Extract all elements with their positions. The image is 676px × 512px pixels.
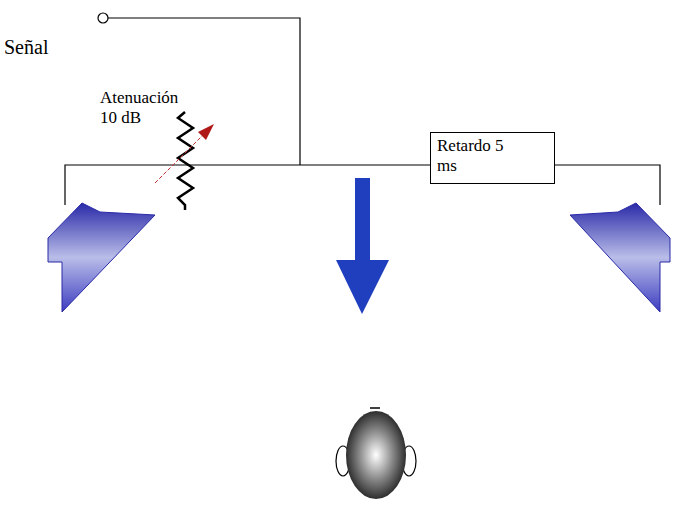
attenuator-label: Atenuación 10 dB (100, 88, 195, 127)
right-speaker (570, 203, 670, 312)
listener-nose (370, 407, 380, 409)
direction-arrow-head (336, 260, 389, 314)
direction-arrow-shaft (355, 178, 370, 262)
delay-text: Retardo 5 ms (437, 136, 519, 175)
resistor-symbol (178, 112, 193, 210)
input-terminal (98, 13, 108, 23)
variable-arrow-head (198, 124, 214, 140)
left-speaker (48, 203, 155, 312)
signal-label: Señal (4, 36, 94, 59)
delay-box: Retardo 5 ms (430, 132, 555, 184)
listener-head (346, 411, 406, 499)
variable-arrow-line (155, 133, 205, 183)
